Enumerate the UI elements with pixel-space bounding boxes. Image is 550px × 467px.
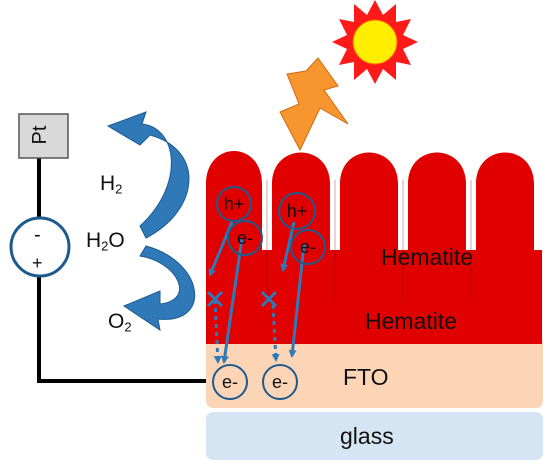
plus-label: + (32, 253, 43, 273)
electron-carrier-1: e- (227, 220, 263, 256)
fto-electron-1: e- (212, 364, 248, 400)
hematite-lower-label: Hematite (365, 308, 458, 334)
sun-icon (332, 0, 418, 84)
h2-label: H2 (100, 172, 123, 197)
minus-label: - (34, 224, 41, 246)
pt-label: Pt (29, 125, 51, 145)
fto-electron-2: e- (262, 364, 298, 400)
lightning-icon (279, 57, 349, 152)
glass-layer (206, 412, 543, 460)
hole-carrier-1: h+ (216, 186, 252, 222)
hematite-upper-label: Hematite (381, 244, 474, 270)
pt-electrode (18, 113, 69, 159)
hole-carrier-2: h+ (278, 192, 316, 230)
fto-label: FTO (343, 364, 389, 390)
glass-label: glass (340, 423, 394, 449)
o2-label: O2 (108, 310, 132, 335)
h2o-label: H2O (86, 229, 125, 254)
external-circuit (37, 158, 208, 383)
electron-carrier-2: e- (290, 229, 326, 265)
reaction-arrows (106, 111, 196, 332)
rod-gaps (266, 180, 472, 300)
voltage-source (9, 216, 71, 278)
recombination-x-icon (206, 290, 278, 308)
